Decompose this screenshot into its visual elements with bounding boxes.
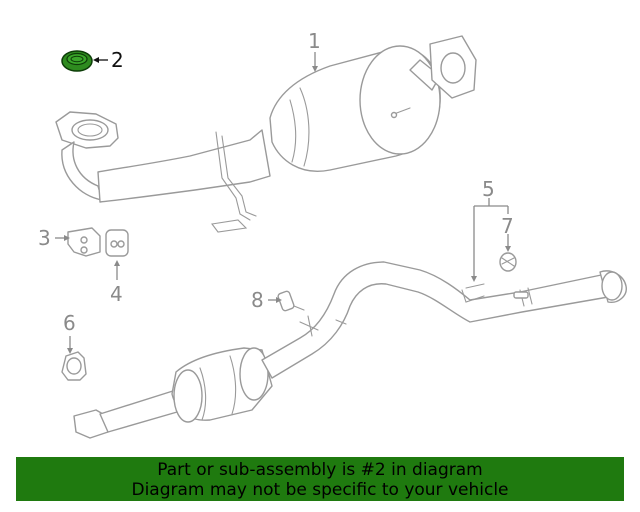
info-banner: Part or sub-assembly is #2 in diagram Di…: [16, 457, 624, 501]
rear-exhaust-assembly[interactable]: [73, 261, 627, 439]
part-3-bracket[interactable]: [67, 227, 101, 257]
part-2-gasket[interactable]: [61, 50, 93, 72]
callout-7-number: 7: [501, 214, 514, 238]
callout-1-arrow: [312, 66, 318, 72]
callout-4-arrow: [114, 260, 120, 266]
callout-5-arrow: [471, 276, 477, 282]
callout-3-number: 3: [38, 226, 51, 250]
callout-8-arrow: [276, 297, 282, 303]
callout-7-arrow: [505, 246, 511, 252]
banner-line-2: Diagram may not be specific to your vehi…: [131, 480, 509, 500]
callout-2-number: 2: [111, 48, 124, 72]
part-4-insulator[interactable]: [105, 229, 129, 257]
part-8-insulator[interactable]: [277, 290, 305, 312]
callout-2-arrow: [93, 57, 99, 63]
callout-8-number: 8: [251, 288, 264, 312]
callout-6-number: 6: [63, 311, 76, 335]
exhaust-parts-diagram: 2 1 3: [38, 29, 627, 439]
callout-4-number: 4: [110, 282, 123, 306]
callout-5-leader: [473, 198, 509, 278]
callout-6-arrow: [67, 348, 73, 354]
part-1-front-pipe-converter[interactable]: [55, 35, 477, 233]
callout-3-arrow: [64, 235, 70, 241]
banner-line-1: Part or sub-assembly is #2 in diagram: [157, 460, 483, 480]
part-6-flange-gasket[interactable]: [61, 351, 87, 381]
callout-5-number: 5: [482, 177, 495, 201]
part-7-insulator[interactable]: [499, 252, 517, 272]
callout-1-number: 1: [308, 29, 321, 53]
